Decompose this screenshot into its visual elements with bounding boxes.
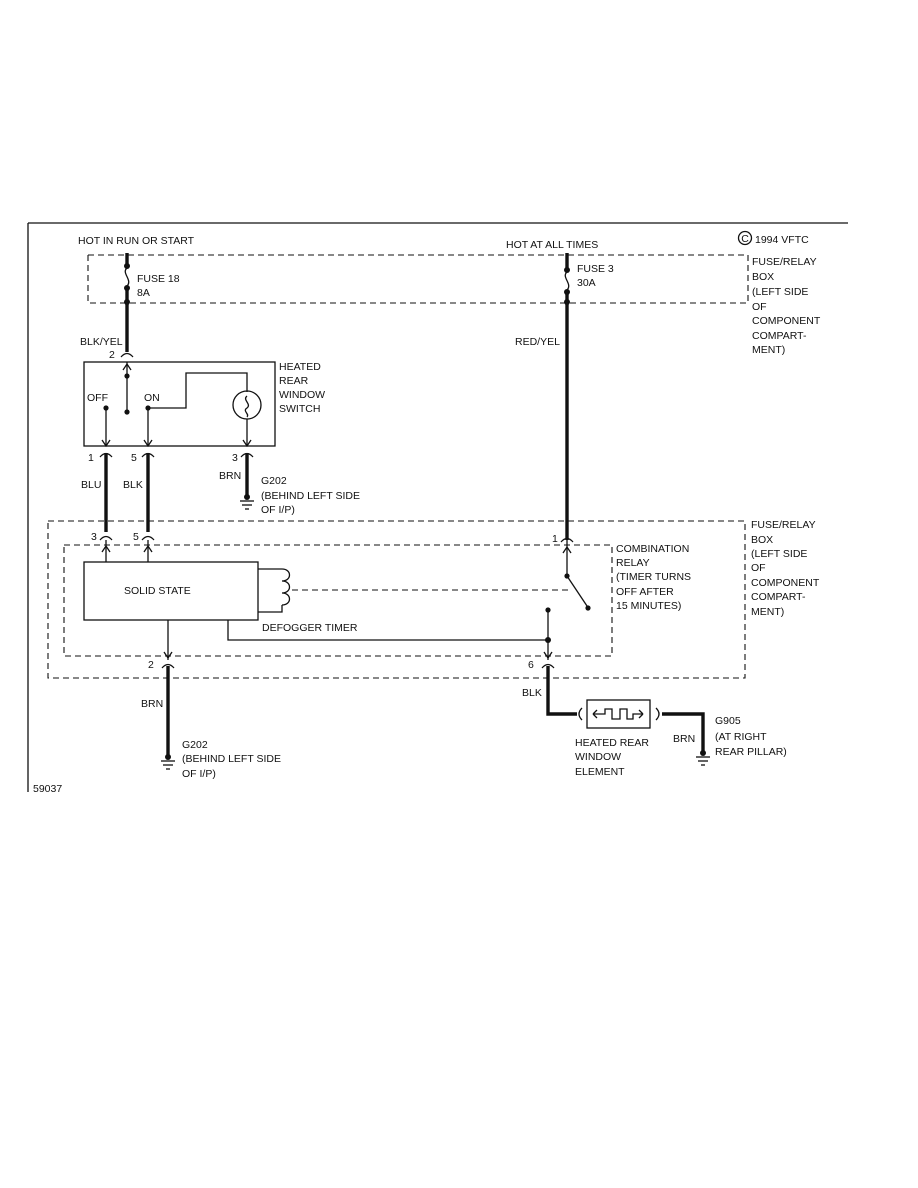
fuse-box-mid-line-6: COMPART- [751, 591, 806, 603]
fuse-box-top-line-6: COMPART- [752, 330, 807, 342]
connector-box-3-icon [99, 535, 113, 541]
switch-on-label: ON [144, 392, 160, 404]
fuse-box-top-line-7: MENT) [752, 344, 785, 356]
combo-relay-line-3: (TIMER TURNS [616, 571, 691, 583]
g202-bottom-line-3: OF I/P) [182, 768, 216, 780]
pin-sw-5: 5 [131, 452, 137, 464]
hot-at-all-times-label: HOT AT ALL TIMES [506, 239, 598, 251]
g905-line-3: REAR PILLAR) [715, 746, 787, 758]
wire-brn-sw-label: BRN [219, 470, 241, 482]
fuse-box-top-line-1: FUSE/RELAY [752, 256, 817, 268]
pin-box-2: 2 [148, 659, 154, 671]
defogger-timer-wire [227, 620, 548, 641]
fuse-box-mid-line-5: COMPONENT [751, 577, 820, 589]
element-label-line-3: ELEMENT [575, 766, 625, 778]
wire-red-yel-label: RED/YEL [515, 336, 560, 348]
combo-relay-line-2: RELAY [616, 557, 650, 569]
g905-line-1: G905 [715, 715, 741, 727]
switch-label-line-4: SWITCH [279, 403, 320, 415]
g202-bottom-line-2: (BEHIND LEFT SIDE [182, 753, 281, 765]
connector-sw-2-icon [120, 352, 134, 358]
switch-label-line-2: REAR [279, 375, 309, 387]
pin-box-3: 3 [91, 531, 97, 543]
switch-internals [101, 362, 262, 448]
heated-rear-window-element-icon [578, 699, 660, 729]
fuse-box-mid-line-3: (LEFT SIDE [751, 548, 807, 560]
g905-line-2: (AT RIGHT [715, 731, 767, 743]
defogger-timer-label: DEFOGGER TIMER [262, 622, 358, 634]
wire-blk-relay [546, 666, 577, 716]
fuse3-name: FUSE 3 [577, 263, 614, 275]
pin-sw-3: 3 [232, 452, 238, 464]
element-label-line-1: HEATED REAR [575, 737, 649, 749]
pin-box-1: 1 [552, 533, 558, 545]
ground-g202-bottom-icon [161, 754, 175, 770]
arrow-blu-in-icon [101, 544, 111, 553]
wire-brn-element [662, 712, 705, 752]
wire-blu-label: BLU [81, 479, 101, 491]
connector-box-2-icon [161, 663, 175, 669]
wire-blk-sw-label: BLK [123, 479, 143, 491]
g202-top-line-3: OF I/P) [261, 504, 295, 516]
relay-coil-icon [258, 568, 291, 613]
wire-brn-timer-label: BRN [141, 698, 163, 710]
copyright-symbol-icon [737, 230, 753, 246]
wire-blk-relay-label: BLK [522, 687, 542, 699]
connector-box-1-icon [560, 537, 574, 543]
fuse-relay-box-top [87, 254, 749, 304]
fuse-box-mid-line-1: FUSE/RELAY [751, 519, 816, 531]
fuse-18 [124, 253, 130, 352]
switch-label-line-3: WINDOW [279, 389, 325, 401]
fuse-3 [564, 253, 570, 540]
relay-contact [545, 540, 591, 660]
fuse-box-top-line-4: OF [752, 301, 767, 313]
wire-blk-yel-label: BLK/YEL [80, 336, 123, 348]
fuse-box-top-line-2: BOX [752, 271, 774, 283]
fuse-box-mid-line-7: MENT) [751, 606, 784, 618]
copyright-text: 1994 VFTC [755, 234, 809, 246]
switch-off-label: OFF [87, 392, 108, 404]
fuse-box-mid-line-4: OF [751, 562, 766, 574]
arrow-relay-out-icon [543, 651, 553, 660]
connector-box-6-icon [541, 663, 555, 669]
arrow-blk-in-icon [143, 544, 153, 553]
wire-brn-element-label: BRN [673, 733, 695, 745]
combination-relay-box [63, 544, 613, 657]
combo-relay-line-4: OFF AFTER [616, 586, 674, 598]
pin-box-5: 5 [133, 531, 139, 543]
heated-rear-window-switch-box [83, 361, 276, 447]
copyright-symbol-letter: C [741, 233, 749, 245]
combo-relay-line-5: 15 MINUTES) [616, 600, 681, 612]
fuse-box-top-line-3: (LEFT SIDE [752, 286, 808, 298]
g202-top-line-1: G202 [261, 475, 287, 487]
combo-relay-line-1: COMBINATION [616, 543, 689, 555]
pin-sw-1: 1 [88, 452, 94, 464]
fuse3-rating: 30A [577, 277, 596, 289]
defogger-junction [545, 637, 551, 643]
element-label-line-2: WINDOW [575, 751, 621, 763]
figure-id: 59037 [33, 783, 62, 795]
switch-label-line-1: HEATED [279, 361, 321, 373]
arrow-timer-out-icon [163, 651, 173, 660]
fuse-box-top-line-5: COMPONENT [752, 315, 821, 327]
g202-bottom-line-1: G202 [182, 739, 208, 751]
connector-box-5-icon [141, 535, 155, 541]
fuse18-rating: 8A [137, 287, 150, 299]
ground-g202-top-icon [240, 494, 254, 510]
pin-sw-2: 2 [109, 349, 115, 361]
solid-state-label: SOLID STATE [124, 585, 191, 597]
solid-state-block [83, 561, 259, 621]
fuse-box-mid-line-2: BOX [751, 534, 773, 546]
fuse-relay-box-mid [47, 520, 746, 679]
ground-g905-icon [696, 750, 710, 766]
g202-top-line-2: (BEHIND LEFT SIDE [261, 490, 360, 502]
pin-box-6: 6 [528, 659, 534, 671]
fuse18-name: FUSE 18 [137, 273, 180, 285]
hot-in-run-start-label: HOT IN RUN OR START [78, 235, 195, 247]
